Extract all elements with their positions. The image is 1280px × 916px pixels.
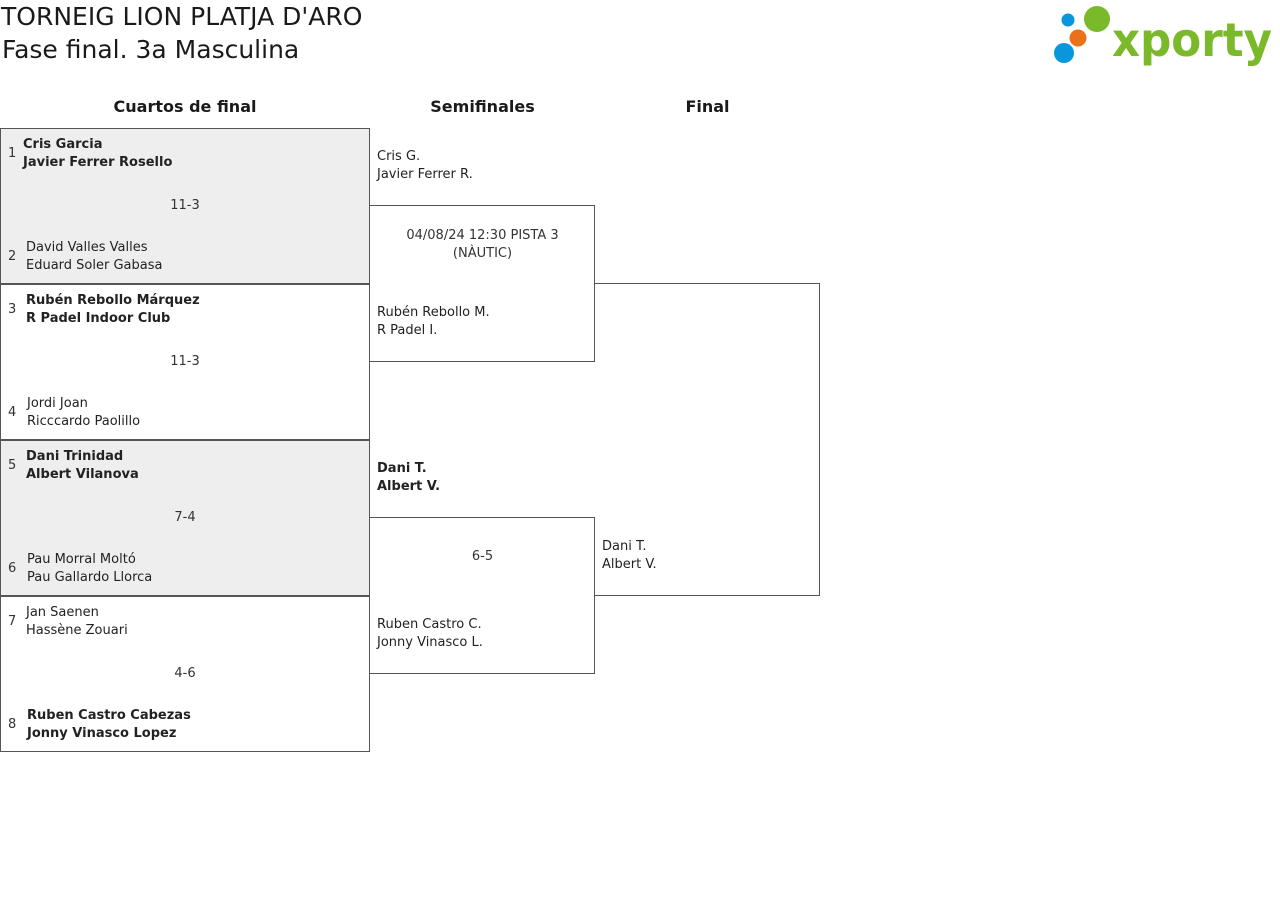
seed-number: 6 (8, 561, 17, 576)
player-name: R Padel I. (377, 323, 438, 338)
seed-number: 2 (8, 249, 17, 264)
player-name: Dani T. (377, 461, 427, 476)
round-header-semifinals: Semifinales (430, 97, 535, 116)
match-venue: (NÀUTIC) (452, 246, 513, 261)
player-name: R Padel Indoor Club (26, 311, 171, 326)
player-name: David Valles Valles (26, 240, 148, 255)
logo-green-dot (1084, 6, 1110, 32)
match-datetime-court: 04/08/24 12:30 PISTA 3 (406, 228, 559, 243)
team-name[interactable]: Jan Saenen Hassène Zouari (26, 604, 128, 640)
team-name[interactable]: Jordi Joan Ricccardo Paolillo (27, 395, 140, 431)
team-name[interactable]: Cris Garcia Javier Ferrer Rosello (23, 136, 172, 172)
semifinal-connector-2 (370, 517, 595, 674)
player-name: Javier Ferrer R. (377, 167, 473, 182)
seed-number: 8 (8, 717, 17, 732)
logo-blue-dot (1054, 43, 1074, 63)
player-name: Ruben Castro Cabezas (27, 708, 191, 723)
quarterfinal-match-2[interactable] (0, 284, 370, 440)
player-name: Ricccardo Paolillo (27, 414, 141, 429)
team-name[interactable]: David Valles Valles Eduard Soler Gabasa (26, 239, 162, 275)
player-name: Eduard Soler Gabasa (26, 258, 163, 273)
logo-small-blue-dot (1061, 13, 1075, 27)
team-name[interactable]: Pau Morral Moltó Pau Gallardo Llorca (27, 551, 152, 587)
team-name[interactable]: Ruben Castro Cabezas Jonny Vinasco Lopez (27, 707, 191, 743)
match-score: 11-3 (170, 354, 200, 369)
seed-number: 1 (8, 146, 17, 161)
match-score: 11-3 (170, 198, 200, 213)
team-name[interactable]: Rubén Rebollo Márquez R Padel Indoor Clu… (26, 292, 200, 328)
seed-number: 4 (8, 405, 17, 420)
seed-number: 3 (8, 302, 17, 317)
seed-number: 5 (8, 458, 17, 473)
team-name[interactable]: Dani Trinidad Albert Vilanova (26, 448, 139, 484)
semifinal-team[interactable]: Dani T. Albert V. (377, 460, 440, 496)
player-name: Cris Garcia (23, 137, 103, 152)
phase-subtitle: Fase final. 3a Masculina (2, 35, 300, 64)
player-name: Jordi Joan (27, 396, 88, 411)
player-name: Albert V. (377, 479, 441, 494)
match-score: 6-5 (471, 549, 494, 564)
player-name: Jonny Vinasco L. (377, 635, 483, 650)
semifinal-team[interactable]: Ruben Castro C. Jonny Vinasco L. (377, 616, 483, 652)
match-schedule: 04/08/24 12:30 PISTA 3 (NÀUTIC) (370, 227, 595, 263)
player-name: Rubén Rebollo M. (377, 305, 490, 320)
logo-orange-dot (1069, 29, 1087, 47)
final-team[interactable]: Dani T. Albert V. (602, 538, 657, 574)
player-name: Cris G. (377, 149, 421, 164)
semifinal-connector-1 (370, 205, 595, 362)
player-name: Javier Ferrer Rosello (23, 155, 173, 170)
player-name: Hassène Zouari (26, 623, 128, 638)
seed-number: 7 (8, 614, 17, 629)
tournament-title: TORNEIG LION PLATJA D'ARO (1, 2, 363, 31)
player-name: Dani Trinidad (26, 449, 124, 464)
match-score: 7-4 (174, 510, 196, 525)
round-header-final: Final (685, 97, 730, 116)
match-score: 4-6 (174, 666, 196, 681)
quarterfinal-match-3[interactable] (0, 440, 370, 596)
quarterfinal-match-1[interactable] (0, 128, 370, 284)
semifinal-team[interactable]: Cris G. Javier Ferrer R. (377, 148, 473, 184)
xporty-logo: xporty (1054, 6, 1272, 67)
quarterfinal-match-4[interactable] (0, 596, 370, 752)
player-name: Pau Gallardo Llorca (27, 570, 153, 585)
logo-text: xporty (1112, 13, 1272, 67)
player-name: Albert V. (602, 557, 657, 572)
player-name: Jan Saenen (26, 605, 99, 620)
player-name: Albert Vilanova (26, 467, 139, 482)
final-connector (595, 283, 820, 596)
semifinal-team[interactable]: Rubén Rebollo M. R Padel I. (377, 304, 490, 340)
round-header-quarterfinals: Cuartos de final (113, 97, 257, 116)
player-name: Pau Morral Moltó (27, 552, 136, 567)
player-name: Jonny Vinasco Lopez (27, 726, 177, 741)
player-name: Ruben Castro C. (377, 617, 482, 632)
player-name: Rubén Rebollo Márquez (26, 293, 200, 308)
player-name: Dani T. (602, 539, 647, 554)
